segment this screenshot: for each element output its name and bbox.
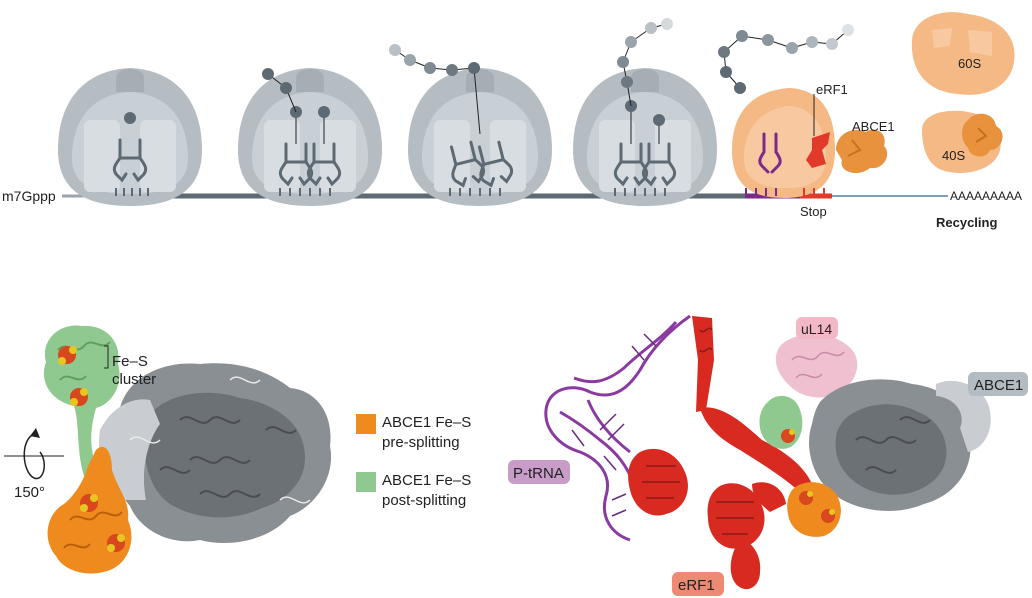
abce1-structure-left	[43, 325, 332, 574]
legend-post-line1: ABCE1 Fe–S	[382, 472, 471, 489]
abce1-top-shape	[836, 129, 888, 174]
rotation-label: 150°	[14, 484, 45, 501]
legend: ABCE1 Fe–S pre-splitting ABCE1 Fe–S post…	[356, 414, 471, 509]
rotation-arrow-icon	[4, 428, 64, 480]
legend-pre-line2: pre-splitting	[382, 434, 460, 451]
abce1-top-label: ABCE1	[852, 119, 895, 134]
erf1-tag: eRF1	[672, 572, 724, 596]
poly-a-label: AAAAAAAAA	[950, 189, 1022, 203]
legend-swatch-pre	[356, 414, 376, 434]
subunit-60s-label: 60S	[958, 56, 981, 71]
subunit-40s-label: 40S	[942, 148, 965, 163]
fes-label-line2: cluster	[112, 371, 156, 388]
ribosome-3	[389, 44, 552, 206]
termination-complex-structure	[544, 314, 991, 590]
ribosome-termination	[732, 88, 835, 198]
cap-label: m7Gppp	[2, 188, 56, 204]
fes-bracket	[104, 345, 109, 369]
legend-pre-line1: ABCE1 Fe–S	[382, 414, 471, 431]
recycling-label: Recycling	[936, 215, 997, 230]
subunit-40s	[922, 110, 1003, 174]
erf1-top-label: eRF1	[816, 82, 848, 97]
ribosome-2	[238, 68, 382, 206]
legend-post-line2: post-splitting	[382, 492, 466, 509]
subunit-60s	[911, 12, 1015, 95]
ul14-label: uL14	[801, 321, 832, 337]
erf1-bottom-label: eRF1	[678, 577, 715, 594]
ribosome-4	[573, 18, 717, 206]
ptrna-label: P-tRNA	[513, 465, 564, 482]
ul14-tag: uL14	[796, 317, 838, 339]
legend-swatch-post	[356, 472, 376, 492]
erf1-top-shape	[806, 132, 830, 168]
abce1-right-label: ABCE1	[974, 377, 1023, 394]
fes-label-line1: Fe–S	[112, 353, 148, 370]
abce1-tag: ABCE1	[968, 372, 1028, 396]
ribosome-1	[58, 68, 202, 206]
ptrna-tag: P-tRNA	[508, 460, 570, 484]
stop-label: Stop	[800, 204, 827, 219]
nascent-chain-beads	[718, 24, 854, 94]
